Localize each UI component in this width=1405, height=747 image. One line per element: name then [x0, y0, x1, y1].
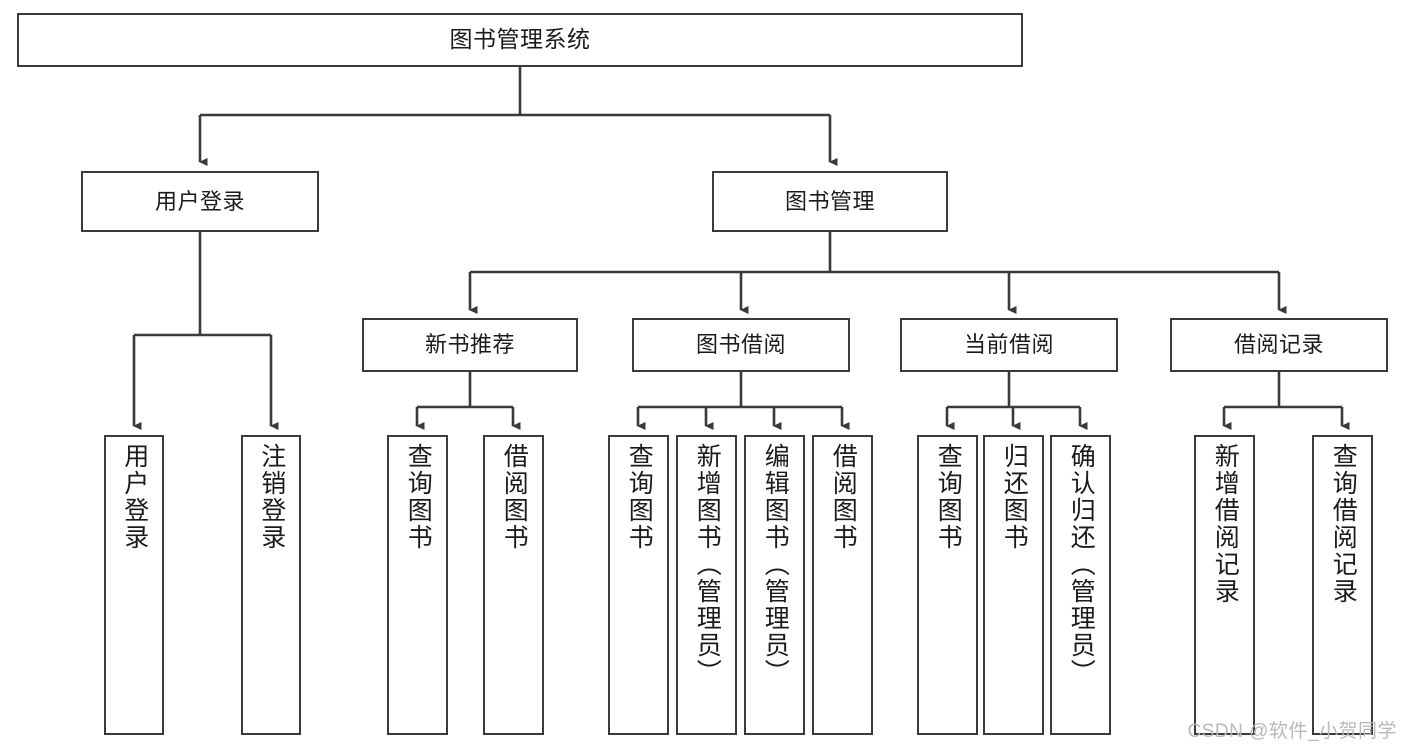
leaf-user-login-login[interactable]: 用户登录 — [104, 435, 164, 735]
node-label: 图书借阅 — [695, 332, 786, 358]
node-label: 新增图书（管理员） — [693, 443, 722, 686]
leaf-new-book-query[interactable]: 查询图书 — [387, 435, 448, 735]
node-label: 新书推荐 — [424, 332, 515, 358]
node-label: 确认归还（管理员） — [1067, 443, 1096, 686]
leaf-book-borrow-add-admin[interactable]: 新增图书（管理员） — [676, 435, 737, 735]
leaf-book-borrow-query[interactable]: 查询图书 — [608, 435, 669, 735]
leaf-current-borrow-confirm-admin[interactable]: 确认归还（管理员） — [1050, 435, 1111, 735]
leaf-current-borrow-return[interactable]: 归还图书 — [983, 435, 1044, 735]
node-borrow-record[interactable]: 借阅记录 — [1170, 318, 1388, 372]
node-current-borrow[interactable]: 当前借阅 — [900, 318, 1118, 372]
node-label: 借阅记录 — [1233, 332, 1324, 358]
node-label: 归还图书 — [1000, 443, 1029, 551]
leaf-borrow-record-add[interactable]: 新增借阅记录 — [1194, 435, 1255, 735]
node-user-login[interactable]: 用户登录 — [81, 171, 319, 232]
node-label: 新增借阅记录 — [1211, 443, 1240, 605]
node-label: 图书管理 — [784, 188, 875, 214]
node-label: 注销登录 — [257, 443, 286, 551]
node-root-book-management-system[interactable]: 图书管理系统 — [17, 13, 1023, 67]
leaf-current-borrow-query[interactable]: 查询图书 — [917, 435, 978, 735]
node-book-management[interactable]: 图书管理 — [712, 171, 948, 232]
csdn-watermark: CSDN @软件_小贺同学 — [1187, 721, 1397, 742]
node-label: 查询图书 — [934, 443, 963, 551]
leaf-user-login-logout[interactable]: 注销登录 — [241, 435, 301, 735]
node-label: 查询借阅记录 — [1329, 443, 1358, 605]
node-label: 借阅图书 — [500, 443, 529, 551]
node-new-book-recommend[interactable]: 新书推荐 — [362, 318, 578, 372]
node-label: 借阅图书 — [829, 443, 858, 551]
leaf-book-borrow-borrow[interactable]: 借阅图书 — [812, 435, 873, 735]
leaf-new-book-borrow[interactable]: 借阅图书 — [483, 435, 544, 735]
leaf-book-borrow-edit-admin[interactable]: 编辑图书（管理员） — [744, 435, 805, 735]
node-label: 用户登录 — [154, 188, 245, 214]
node-book-borrow[interactable]: 图书借阅 — [632, 318, 850, 372]
node-label: 查询图书 — [625, 443, 654, 551]
node-label: 查询图书 — [404, 443, 433, 551]
node-label: 当前借阅 — [963, 332, 1054, 358]
leaf-borrow-record-query[interactable]: 查询借阅记录 — [1312, 435, 1373, 735]
node-label: 图书管理系统 — [449, 26, 591, 53]
node-label: 编辑图书（管理员） — [761, 443, 790, 686]
node-label: 用户登录 — [120, 443, 149, 551]
